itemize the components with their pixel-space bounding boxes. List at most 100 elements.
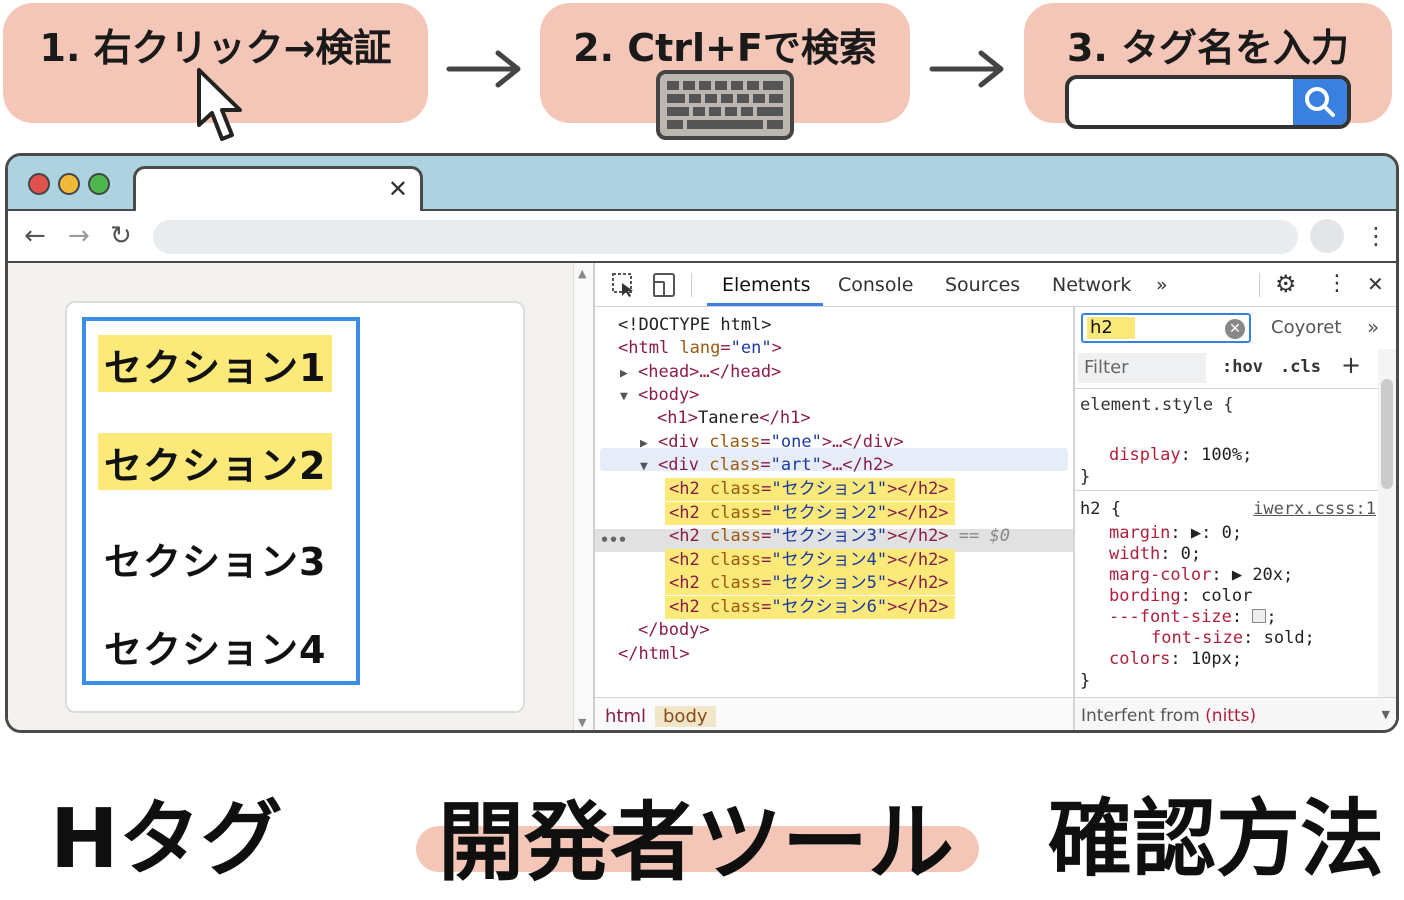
- dom-h2-row[interactable]: <h2 class="セクション1"></h2>: [665, 478, 955, 501]
- tab-close-icon[interactable]: ✕: [387, 175, 408, 203]
- device-toolbar-icon[interactable]: [651, 272, 677, 298]
- viewport-scrollbar[interactable]: ▲ ▼: [573, 263, 593, 730]
- css-property[interactable]: display: 100%;: [1109, 445, 1253, 465]
- search-bar[interactable]: [1065, 75, 1351, 129]
- dom-html-open[interactable]: <html lang="en">: [618, 338, 782, 358]
- section-heading-1: セクション1: [98, 335, 333, 392]
- tab-console[interactable]: Console: [838, 274, 914, 296]
- mouse-cursor-icon: [197, 68, 242, 141]
- selected-row: [595, 529, 1073, 552]
- element-style-rule: element.style { display: 100%; }: [1075, 391, 1378, 491]
- find-input[interactable]: h2 ✕: [1081, 313, 1251, 343]
- tab-network[interactable]: Network: [1052, 274, 1132, 296]
- browser-tab[interactable]: ✕: [133, 166, 423, 214]
- search-button[interactable]: [1293, 79, 1347, 125]
- css-property[interactable]: colors: 10px;: [1109, 649, 1243, 669]
- dom-div-one[interactable]: ▶<div class="one">…</div>: [640, 431, 904, 454]
- tab-sources[interactable]: Sources: [945, 274, 1021, 296]
- dom-h1[interactable]: <h1>Tanere</h1>: [657, 408, 811, 428]
- page-card: セクション1 セクション2 セクション3 セクション4: [65, 301, 525, 713]
- step-3-label: 3. タグ名を入力: [1066, 26, 1350, 70]
- breadcrumb-body[interactable]: body: [655, 706, 716, 727]
- dom-doctype[interactable]: <!DOCTYPE html>: [618, 315, 772, 335]
- url-field[interactable]: [153, 220, 1298, 254]
- dom-h2-row-selected[interactable]: <h2 class="セクション3"></h2> == $0: [669, 526, 1010, 546]
- inherited-label: Interfent from (nitts): [1081, 706, 1257, 726]
- active-tab-indicator: [707, 303, 823, 306]
- dom-body-close[interactable]: </body>: [638, 620, 710, 640]
- rule-selector: h2 {: [1080, 499, 1121, 519]
- more-tabs-icon[interactable]: »: [1156, 274, 1168, 296]
- dom-head[interactable]: ▶<head>…</head>: [620, 361, 781, 384]
- page-viewport: セクション1 セクション2 セクション3 セクション4 ▲ ▼: [8, 263, 593, 730]
- expand-triangle-icon[interactable]: ▶: [640, 436, 648, 451]
- address-bar: ← → ↻ ⋮: [8, 211, 1396, 263]
- scroll-down-icon[interactable]: ▼: [1381, 708, 1390, 721]
- tab-elements[interactable]: Elements: [722, 274, 811, 296]
- minimize-window-dot[interactable]: [58, 173, 80, 195]
- close-brace: }: [1080, 467, 1091, 487]
- settings-gear-icon[interactable]: ⚙: [1275, 270, 1297, 298]
- forward-arrow-icon[interactable]: →: [68, 221, 90, 251]
- breadcrumb-html[interactable]: html: [605, 706, 647, 727]
- css-property[interactable]: margin: ▶: 0;: [1109, 523, 1243, 543]
- dom-body-open[interactable]: ▼<body>: [620, 384, 699, 407]
- row-ellipsis-icon[interactable]: •••: [600, 531, 628, 549]
- computed-tab[interactable]: Coyoret: [1271, 317, 1342, 338]
- breadcrumb: html body: [595, 697, 1073, 730]
- styles-filter-row: Filter :hov .cls +: [1075, 349, 1378, 389]
- collapse-triangle-icon[interactable]: ▼: [640, 459, 648, 474]
- dom-h2-row[interactable]: <h2 class="セクション4"></h2>: [665, 549, 955, 572]
- keyboard-icon: [656, 70, 794, 140]
- selected-element-outline: セクション1 セクション2 セクション3 セクション4: [82, 317, 360, 685]
- close-brace: }: [1080, 671, 1091, 691]
- step-3-pill: 3. タグ名を入力: [1024, 3, 1392, 129]
- css-property[interactable]: font-size: sold;: [1151, 628, 1315, 648]
- cls-toggle[interactable]: .cls: [1280, 357, 1321, 377]
- dom-h2-row[interactable]: <h2 class="セクション6"></h2>: [665, 596, 955, 619]
- styles-scrollbar[interactable]: [1378, 349, 1396, 730]
- expand-triangle-icon[interactable]: ▶: [620, 366, 628, 381]
- browser-menu-icon[interactable]: ⋮: [1364, 222, 1388, 250]
- devtools-panel: Elements Console Sources Network » ⚙ ⋮ ✕…: [593, 263, 1396, 730]
- inspect-element-icon[interactable]: [611, 272, 637, 298]
- back-arrow-icon[interactable]: ←: [24, 221, 46, 251]
- close-window-dot[interactable]: [28, 173, 50, 195]
- add-rule-icon[interactable]: +: [1341, 351, 1362, 379]
- reload-icon[interactable]: ↻: [110, 221, 132, 251]
- styles-pane: h2 ✕ Coyoret » Filter :hov .cls + elemen…: [1073, 307, 1396, 730]
- dom-div-art[interactable]: ▼<div class="art">…</h2>: [640, 454, 893, 477]
- maximize-window-dot[interactable]: [88, 173, 110, 195]
- search-icon: [1305, 87, 1335, 117]
- dom-h2-row[interactable]: <h2 class="セクション2"></h2>: [665, 502, 955, 525]
- devtools-toolbar: Elements Console Sources Network » ⚙ ⋮ ✕: [595, 263, 1396, 307]
- dom-html-close[interactable]: </html>: [618, 644, 690, 664]
- hov-toggle[interactable]: :hov: [1222, 357, 1263, 377]
- title-part-devtools: 開発者ツール: [438, 793, 954, 893]
- scroll-down-icon[interactable]: ▼: [578, 716, 587, 729]
- css-property[interactable]: marg-color: ▶ 20x;: [1109, 565, 1294, 585]
- more-side-tabs-icon[interactable]: »: [1367, 315, 1380, 339]
- css-property[interactable]: width: 0;: [1109, 544, 1202, 564]
- collapse-triangle-icon[interactable]: ▼: [620, 389, 628, 404]
- color-swatch-icon[interactable]: [1252, 609, 1267, 623]
- title-highlight: [416, 826, 979, 872]
- selected-marker: == $0: [958, 526, 1010, 546]
- filter-input[interactable]: Filter: [1078, 353, 1206, 383]
- rule-source-link[interactable]: iwerx.csss:1: [1253, 499, 1376, 519]
- css-property[interactable]: bording: color: [1109, 586, 1253, 606]
- devtools-menu-icon[interactable]: ⋮: [1326, 271, 1348, 296]
- dom-h2-row[interactable]: <h2 class="セクション5"></h2>: [665, 572, 955, 595]
- scroll-up-icon[interactable]: ▲: [578, 267, 587, 280]
- toolbar-divider: [691, 273, 692, 297]
- clear-search-icon[interactable]: ✕: [1225, 319, 1245, 339]
- styles-scroll-thumb[interactable]: [1381, 379, 1393, 489]
- browser-titlebar: ✕: [8, 156, 1396, 214]
- profile-avatar[interactable]: [1310, 219, 1344, 253]
- css-property[interactable]: ---font-size: ;: [1109, 607, 1277, 627]
- section-heading-4: セクション4: [104, 628, 327, 672]
- step-2-pill: 2. Ctrl+Fで検索: [540, 3, 910, 140]
- devtools-close-icon[interactable]: ✕: [1367, 272, 1384, 296]
- hovered-row: [600, 448, 1068, 471]
- step-1-pill: 1. 右クリック→検証: [3, 3, 428, 141]
